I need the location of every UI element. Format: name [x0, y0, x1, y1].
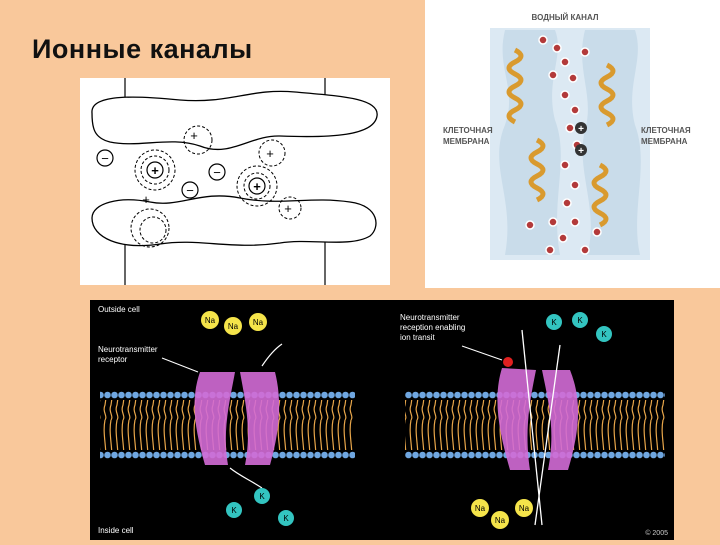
schematic-channel-diagram: + + + + + + − − −	[80, 78, 390, 285]
k-ion-label: K	[259, 492, 265, 501]
reception-label: Neurotransmitter	[400, 313, 460, 322]
minus-sign: −	[186, 183, 194, 198]
plus-sign: +	[266, 146, 274, 161]
receptor-label: Neurotransmitter	[98, 345, 158, 354]
lower-membrane-blob	[91, 195, 377, 247]
na-ion-label: Na	[475, 504, 486, 513]
water-channel-diagram: + + ВОДНЫЙ КАНАЛ КЛЕТОЧНАЯ МЕМБРАНА КЛЕТ…	[425, 0, 720, 288]
k-ion-label: K	[551, 318, 557, 327]
minus-sign: −	[101, 151, 109, 166]
inside-cell-label: Inside cell	[98, 526, 134, 535]
plus-sign: +	[578, 124, 584, 135]
plus-sign: +	[190, 128, 198, 143]
protein-right	[582, 30, 641, 255]
outside-cell-label: Outside cell	[98, 305, 140, 314]
neurotransmitter-channel-diagram: Na Na Na Na Na Na K K K K K K Outside ce…	[90, 300, 674, 540]
k-ion-label: K	[231, 506, 237, 515]
k-ion-label: K	[283, 514, 289, 523]
charged-residues	[575, 122, 587, 156]
reception-label: ion transit	[400, 333, 435, 342]
na-ion-label: Na	[519, 504, 530, 513]
open-channel	[497, 368, 579, 470]
water-channel-title: ВОДНЫЙ КАНАЛ	[532, 13, 599, 22]
k-ion-label: K	[577, 316, 583, 325]
k-ion-label: K	[601, 330, 607, 339]
plus-sign: +	[284, 201, 292, 216]
right-membrane-label: МЕМБРАНА	[641, 137, 688, 146]
left-membrane-label: МЕМБРАНА	[443, 137, 490, 146]
closed-channel	[194, 372, 280, 465]
bound-neurotransmitter	[503, 357, 513, 367]
alpha-helices	[506, 47, 616, 228]
minus-sign: −	[213, 165, 221, 180]
na-ion-label: Na	[205, 316, 216, 325]
na-ion-label: Na	[228, 322, 239, 331]
potassium-ions	[226, 312, 612, 526]
left-membrane-label: КЛЕТОЧНАЯ	[443, 126, 493, 135]
plus-sign: +	[142, 192, 150, 207]
copyright-credit: © 2005	[645, 529, 668, 537]
receptor-label: receptor	[98, 355, 128, 364]
slide-title: Ионные каналы	[32, 34, 253, 64]
right-membrane-label: КЛЕТОЧНАЯ	[641, 126, 691, 135]
upper-membrane-blob	[91, 90, 378, 151]
na-ion-label: Na	[495, 516, 506, 525]
na-ion-label: Na	[253, 318, 264, 327]
plus-sign: +	[578, 146, 584, 157]
reception-label: reception enabling	[400, 323, 465, 332]
plus-sign: +	[151, 163, 159, 178]
sodium-ions	[201, 311, 533, 529]
plus-sign: +	[253, 179, 261, 194]
